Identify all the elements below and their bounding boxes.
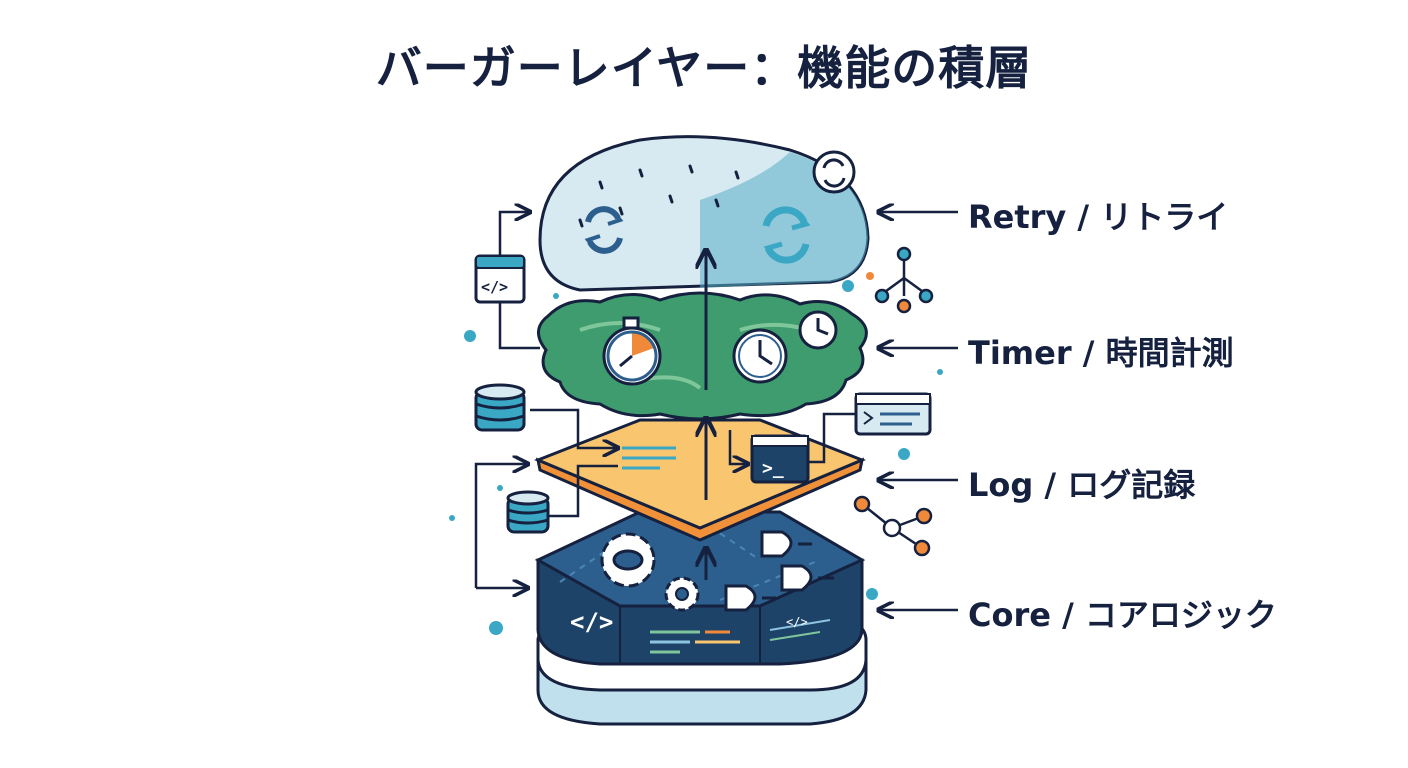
code-window-icon-right xyxy=(854,392,932,436)
accent-dots xyxy=(449,272,943,635)
label-timer: Timer / 時間計測 xyxy=(968,334,1234,372)
label-retry: Retry / リトライ xyxy=(968,198,1229,236)
gear-icon-small xyxy=(664,576,700,612)
core-code-glyph-small: </> xyxy=(786,615,808,629)
cheese-layer: >_ xyxy=(534,418,866,542)
terminal-prompt: >_ xyxy=(762,458,784,479)
core-code-glyph: </> xyxy=(570,608,613,636)
log-lines-icon xyxy=(622,446,676,470)
network-tree-icon xyxy=(874,246,934,314)
refresh-icon xyxy=(584,206,624,254)
lettuce-layer xyxy=(537,291,868,421)
code-window-glyph: </> xyxy=(481,278,508,296)
terminal-icon: >_ xyxy=(750,434,810,484)
network-graph-icon xyxy=(853,495,933,557)
top-bun xyxy=(538,135,870,292)
refresh-icon-large xyxy=(762,206,811,264)
gear-icon xyxy=(600,532,656,588)
database-icon-lower xyxy=(506,490,550,534)
core-code-lines xyxy=(650,619,831,654)
clock-icon-small xyxy=(798,310,838,350)
left-connectors xyxy=(474,212,856,588)
sesame-dots xyxy=(578,164,740,228)
label-arrows xyxy=(878,212,958,610)
logic-gate-icon xyxy=(724,530,813,612)
page-title: バーガーレイヤー：機能の積層 xyxy=(375,41,1033,95)
clock-icon xyxy=(732,328,788,384)
database-icon xyxy=(474,383,526,432)
stopwatch-icon xyxy=(602,316,662,386)
code-window-icon: </> xyxy=(474,254,526,304)
label-core: Core / コアロジック xyxy=(968,596,1277,634)
refresh-badge-icon xyxy=(812,150,856,194)
label-log: Log / ログ記録 xyxy=(968,466,1196,504)
